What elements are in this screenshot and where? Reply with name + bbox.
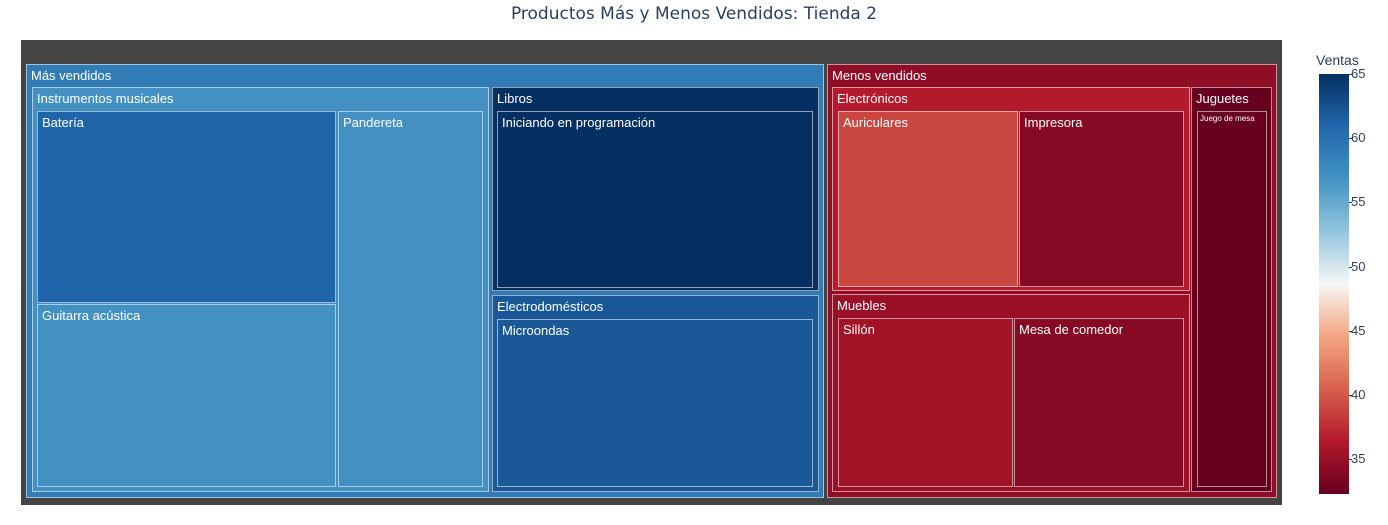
tile-label: Electrodomésticos — [497, 299, 604, 314]
tile-label: Auriculares — [843, 115, 909, 130]
tile-label: Instrumentos musicales — [37, 91, 174, 106]
colorbar-tick-mark — [1349, 395, 1352, 396]
tile-label: Impresora — [1024, 115, 1083, 130]
colorbar-tick-mark — [1349, 267, 1352, 268]
tile-label: Guitarra acústica — [42, 308, 141, 323]
treemap-tile-sillon[interactable]: Sillón — [838, 318, 1013, 487]
colorbar-tick-label: 65 — [1351, 66, 1366, 81]
tile-label: Menos vendidos — [832, 68, 927, 83]
tile-label: Microondas — [502, 323, 570, 338]
tile-label: Iniciando en programación — [502, 115, 656, 130]
chart-title: Productos Más y Menos Vendidos: Tienda 2 — [510, 4, 878, 24]
treemap-tile-auriculares[interactable]: Auriculares — [838, 111, 1018, 287]
colorbar-tick-mark — [1349, 202, 1352, 203]
colorbar-tick-mark — [1349, 74, 1352, 75]
colorbar-tick-label: 35 — [1351, 451, 1366, 466]
tile-label: Juego de mesa — [1200, 114, 1255, 123]
colorbar-tick-label: 50 — [1351, 259, 1366, 274]
colorbar-tick-mark — [1349, 459, 1352, 460]
colorbar-tick-mark — [1349, 138, 1352, 139]
tile-label: Batería — [42, 115, 84, 130]
treemap-tile-juego-de-mesa[interactable]: Juego de mesa — [1197, 111, 1267, 487]
tile-label: Electrónicos — [837, 91, 908, 106]
treemap-tile-impresora[interactable]: Impresora — [1019, 111, 1184, 287]
tile-label: Libros — [497, 91, 533, 106]
tile-label: Sillón — [843, 322, 875, 337]
colorbar-tick-label: 55 — [1351, 194, 1366, 209]
colorbar-tick-label: 40 — [1351, 387, 1366, 402]
tile-label: Más vendidos — [31, 68, 112, 83]
treemap-tile-pandereta[interactable]: Pandereta — [338, 111, 483, 487]
treemap-tile-iniciando-en-programacion[interactable]: Iniciando en programación — [497, 111, 813, 288]
tile-label: Pandereta — [343, 115, 403, 130]
colorbar-tick-mark — [1349, 331, 1352, 332]
colorbar — [1319, 74, 1349, 494]
treemap-tile-microondas[interactable]: Microondas — [497, 319, 813, 487]
tile-label: Mesa de comedor — [1019, 322, 1124, 337]
tile-label: Muebles — [837, 298, 887, 313]
treemap-tile-mesa-de-comedor[interactable]: Mesa de comedor — [1014, 318, 1184, 487]
colorbar-tick-label: 60 — [1351, 130, 1366, 145]
colorbar-title: Ventas — [1316, 52, 1359, 68]
treemap-tile-guitarra-acustica[interactable]: Guitarra acústica — [37, 304, 336, 487]
tile-label: Juguetes — [1196, 91, 1249, 106]
treemap-tile-bateria[interactable]: Batería — [37, 111, 336, 303]
colorbar-tick-label: 45 — [1351, 323, 1366, 338]
